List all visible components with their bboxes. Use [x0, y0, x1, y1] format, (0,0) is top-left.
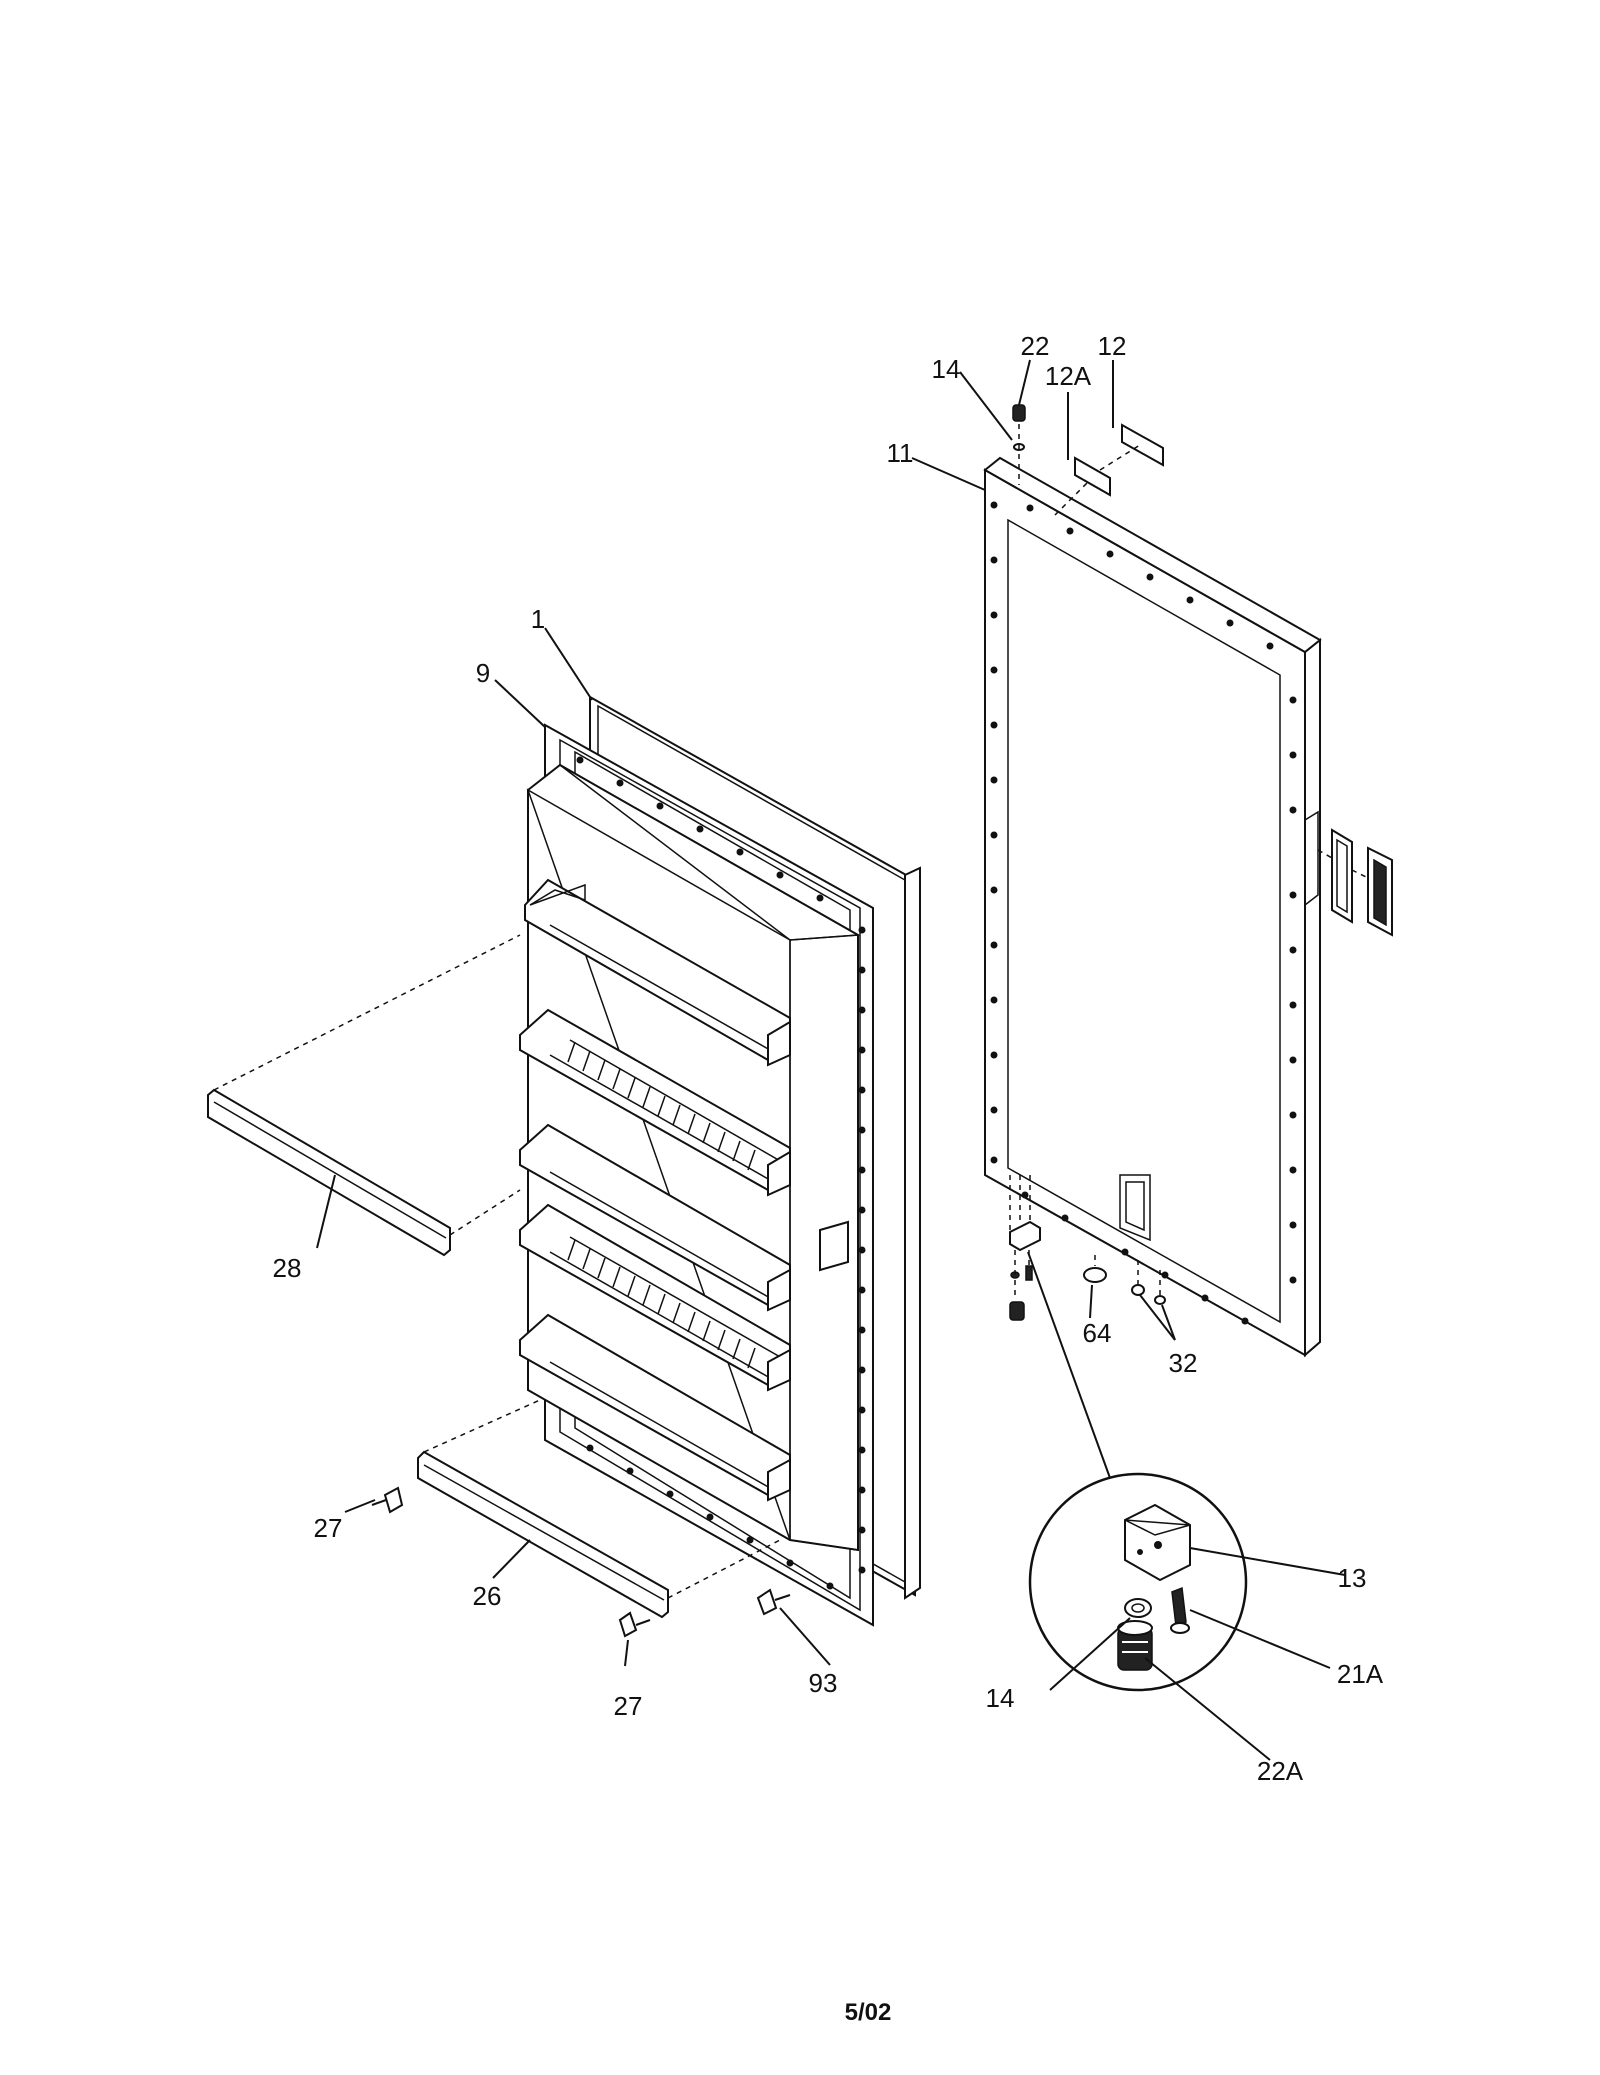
- callout-14-top: 14: [932, 354, 961, 384]
- hinge-detail-circle: [1027, 1251, 1248, 1692]
- callout-22: 22: [1021, 331, 1050, 361]
- shelf-bar-26: [417, 1399, 781, 1619]
- door-liner: [519, 695, 921, 1627]
- screws: [371, 1486, 791, 1638]
- callout-9: 9: [476, 658, 490, 688]
- callout-32: 32: [1169, 1348, 1198, 1378]
- leader-lines: [316, 359, 1346, 1761]
- tape-strips: [1054, 423, 1164, 516]
- callout-93: 93: [809, 1668, 838, 1698]
- shelf-bar-28: [207, 934, 521, 1257]
- callout-64: 64: [1083, 1318, 1112, 1348]
- callout-12a: 12A: [1045, 361, 1092, 391]
- callout-22a: 22A: [1257, 1756, 1304, 1786]
- callout-21a: 21A: [1337, 1659, 1384, 1689]
- callout-26: 26: [473, 1581, 502, 1611]
- callout-14-detail: 14: [986, 1683, 1015, 1713]
- outer-door-panel: [983, 456, 1393, 1358]
- handle-assembly: [1317, 828, 1393, 937]
- callout-27-lower: 27: [614, 1691, 643, 1721]
- callout-13: 13: [1338, 1563, 1367, 1593]
- callout-28: 28: [273, 1253, 302, 1283]
- bottom-hinge-hardware: [1009, 1175, 1166, 1321]
- callout-1: 1: [531, 604, 545, 634]
- date-code: 5/02: [845, 1999, 892, 2026]
- callout-27-upper: 27: [314, 1513, 343, 1543]
- callout-12: 12: [1098, 331, 1127, 361]
- callout-11: 11: [887, 438, 914, 468]
- top-hinge-bushing: [1012, 404, 1026, 485]
